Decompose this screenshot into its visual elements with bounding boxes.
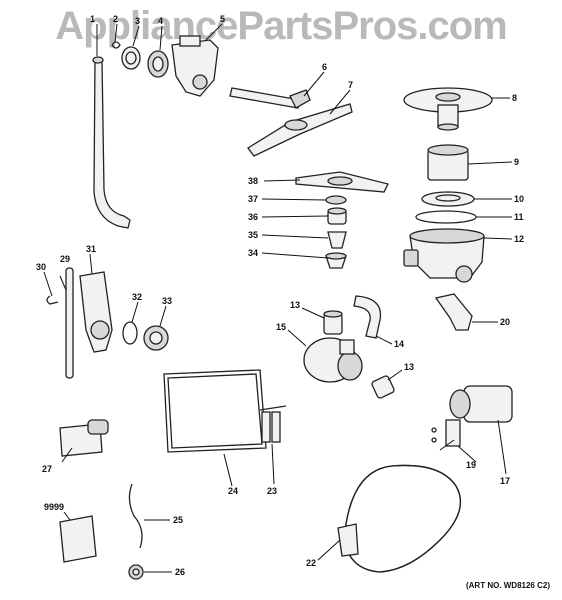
label-38: 38 bbox=[248, 176, 258, 186]
part-10-plate bbox=[421, 191, 475, 207]
label-9999: 9999 bbox=[44, 502, 64, 512]
part-27-valve bbox=[59, 419, 109, 457]
label-29: 29 bbox=[60, 254, 70, 264]
part-6-arm-tube bbox=[229, 87, 311, 109]
label-33: 33 bbox=[162, 296, 172, 306]
label-22: 22 bbox=[306, 558, 316, 568]
label-14: 14 bbox=[394, 339, 404, 349]
part-34-cap bbox=[325, 252, 347, 269]
part-19-bracket bbox=[431, 419, 461, 447]
label-30: 30 bbox=[36, 262, 46, 272]
part-9-filter bbox=[427, 144, 469, 181]
part-12-sump bbox=[403, 228, 485, 283]
label-3: 3 bbox=[135, 16, 140, 26]
part-1-tube bbox=[92, 56, 131, 229]
part-9999-manual bbox=[59, 515, 97, 563]
part-26-knob bbox=[128, 564, 144, 580]
part-2-clip bbox=[111, 41, 121, 49]
part-33-cap bbox=[143, 325, 169, 351]
part-36-hub bbox=[327, 207, 347, 225]
label-15: 15 bbox=[276, 322, 286, 332]
label-5: 5 bbox=[220, 14, 225, 24]
label-26: 26 bbox=[175, 567, 185, 577]
label-13a: 13 bbox=[290, 300, 300, 310]
part-8-cover bbox=[403, 87, 493, 131]
label-20: 20 bbox=[500, 317, 510, 327]
part-20-hose bbox=[434, 293, 473, 331]
part-30-clip bbox=[46, 295, 59, 305]
label-19: 19 bbox=[466, 460, 476, 470]
leader-lines bbox=[43, 23, 513, 573]
part-37-ring bbox=[325, 195, 347, 205]
label-35: 35 bbox=[248, 230, 258, 240]
label-13b: 13 bbox=[404, 362, 414, 372]
label-34: 34 bbox=[248, 248, 258, 258]
part-13-coupler-a bbox=[323, 310, 343, 335]
part-7-spray-arm bbox=[247, 103, 353, 157]
label-17: 17 bbox=[500, 476, 510, 486]
art-number: (ART NO. WD8126 C2) bbox=[465, 581, 550, 590]
label-2: 2 bbox=[113, 14, 118, 24]
part-25-wire bbox=[128, 483, 143, 549]
part-11-oring bbox=[415, 210, 477, 224]
part-23-pins bbox=[259, 405, 287, 443]
part-38-lower-arm bbox=[295, 171, 389, 193]
label-12: 12 bbox=[514, 234, 524, 244]
label-7: 7 bbox=[348, 80, 353, 90]
label-32: 32 bbox=[132, 292, 142, 302]
label-1: 1 bbox=[90, 14, 95, 24]
part-labels: 1 2 3 4 5 6 7 8 9 10 11 12 13 13 14 15 1… bbox=[36, 14, 524, 577]
label-4: 4 bbox=[158, 16, 163, 26]
part-4-nut bbox=[147, 50, 169, 78]
part-29-rod bbox=[65, 267, 74, 379]
watermark: AppliancePartsPros.com bbox=[55, 4, 508, 48]
label-11: 11 bbox=[514, 212, 524, 222]
label-10: 10 bbox=[514, 194, 524, 204]
label-23: 23 bbox=[267, 486, 277, 496]
label-9: 9 bbox=[514, 157, 519, 167]
part-32-gasket bbox=[122, 321, 138, 345]
label-6: 6 bbox=[322, 62, 327, 72]
part-15-pump bbox=[303, 337, 363, 383]
part-35-cup bbox=[327, 231, 347, 249]
label-27: 27 bbox=[42, 464, 52, 474]
part-13-coupler-b bbox=[371, 375, 395, 399]
part-14-hose bbox=[353, 295, 382, 339]
label-37: 37 bbox=[248, 194, 258, 204]
part-31-housing bbox=[79, 271, 113, 353]
label-31: 31 bbox=[86, 244, 96, 254]
part-22-drain-hose bbox=[337, 464, 462, 573]
label-36: 36 bbox=[248, 212, 258, 222]
label-25: 25 bbox=[173, 515, 183, 525]
part-24-gasket bbox=[163, 369, 267, 453]
part-3-seal bbox=[121, 46, 141, 70]
part-5-manifold bbox=[171, 35, 219, 97]
label-24: 24 bbox=[228, 486, 238, 496]
part-17-drain-pump bbox=[449, 385, 513, 423]
label-8: 8 bbox=[512, 93, 517, 103]
